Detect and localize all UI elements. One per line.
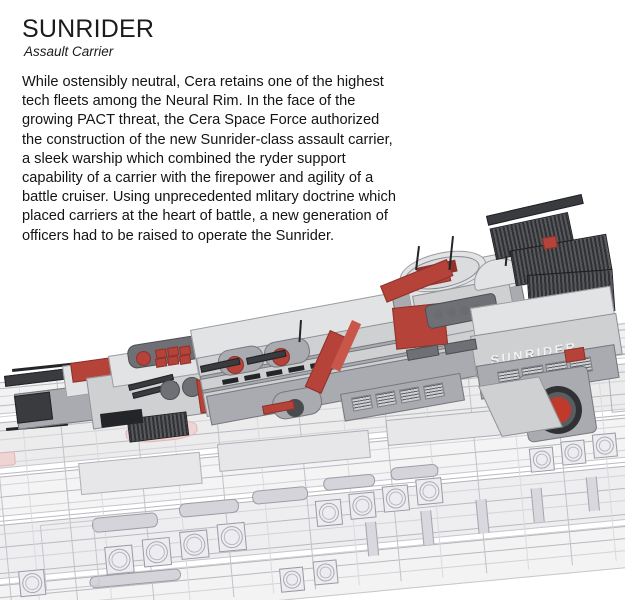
bridge-port (434, 310, 443, 319)
bow-indicator-block (179, 354, 192, 365)
sunrider-ship-illustration: SUNRIDER (0, 180, 625, 450)
blueprint-thruster-port (278, 566, 306, 593)
blueprint-thruster-port (348, 491, 377, 520)
blueprint-thruster-port (179, 529, 210, 560)
bridge-port (447, 308, 456, 317)
ship-description-text: While ostensibly neutral, Cera retains o… (22, 74, 396, 244)
bow-indicator-block (155, 357, 168, 368)
blueprint-thruster-port (381, 484, 411, 513)
blueprint-thruster-port (528, 446, 555, 473)
blueprint-thruster-port (415, 477, 444, 506)
ship-text-block: SUNRIDER Assault Carrier While ostensibl… (22, 16, 414, 246)
blueprint-thruster-port (18, 568, 47, 598)
blueprint-outline-box (39, 520, 100, 591)
bow-turret-base (160, 380, 180, 400)
aft-fin-accent (542, 235, 558, 250)
blueprint-thruster-port (141, 536, 173, 568)
bow-indicator-block (167, 355, 180, 366)
ship-class-subtitle: Assault Carrier (24, 44, 114, 59)
blueprint-thruster-port (216, 521, 248, 553)
bow-tip (14, 391, 54, 424)
blueprint-thruster-port (312, 559, 339, 586)
bridge-port (460, 306, 469, 315)
blueprint-thruster-port (104, 544, 135, 576)
page-title: SUNRIDER (22, 15, 155, 43)
blueprint-thruster-port (314, 498, 344, 528)
